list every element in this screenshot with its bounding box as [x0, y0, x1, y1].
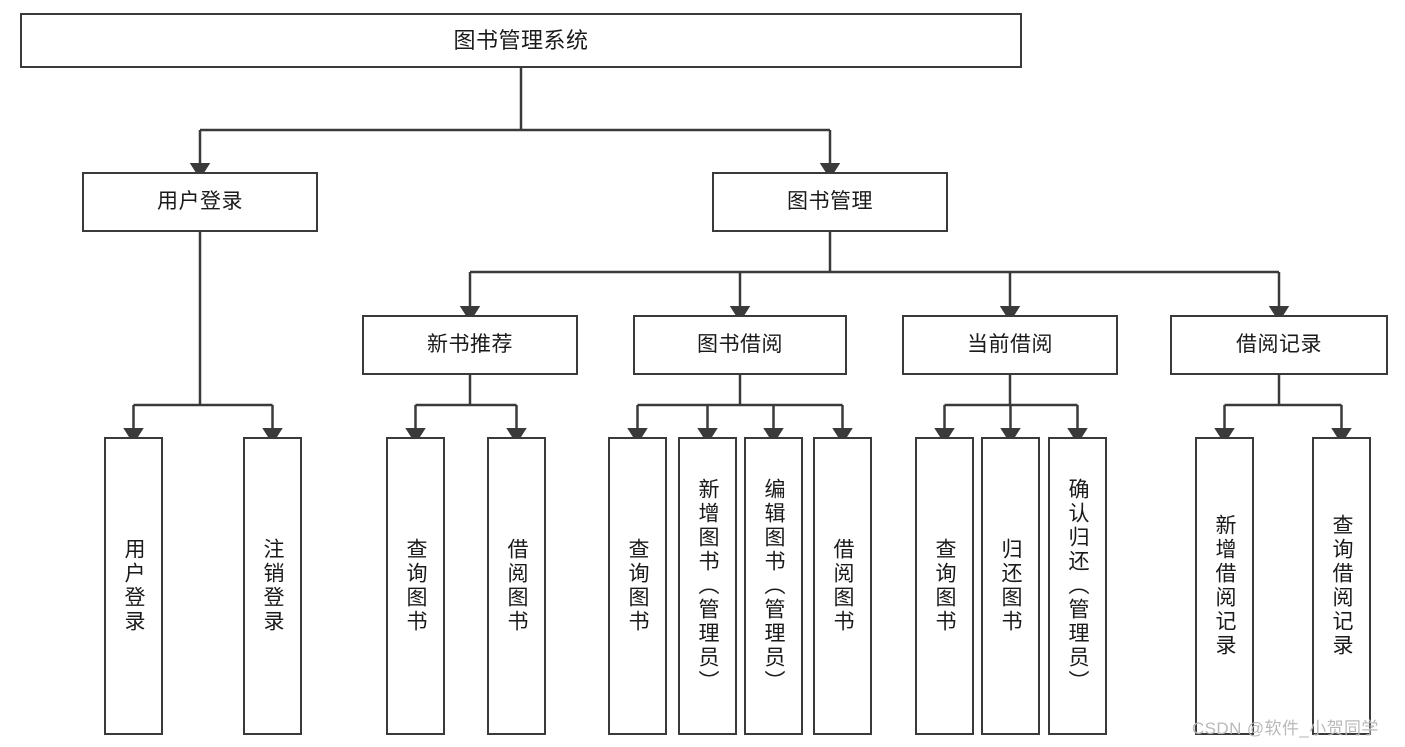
node-leaf-user-login[interactable]: 用户登录 [104, 437, 163, 735]
node-label: 查询借阅记录 [1330, 514, 1353, 658]
node-label: 归还图书 [999, 538, 1022, 634]
node-records[interactable]: 借阅记录 [1170, 315, 1388, 375]
node-label: 确认归还（管理员） [1066, 478, 1089, 694]
node-leaf-bw-edit[interactable]: 编辑图书（管理员） [744, 437, 803, 735]
node-label: 图书管理 [787, 189, 873, 213]
node-label: 借阅图书 [505, 538, 528, 634]
node-newbook[interactable]: 新书推荐 [362, 315, 578, 375]
node-label: 注销登录 [261, 538, 284, 634]
node-root[interactable]: 图书管理系统 [20, 13, 1022, 68]
node-label: 新增借阅记录 [1213, 514, 1236, 658]
node-leaf-nb-borrow[interactable]: 借阅图书 [487, 437, 546, 735]
node-label: 用户登录 [122, 538, 145, 634]
node-label: 用户登录 [157, 189, 243, 213]
node-leaf-cur-confirm[interactable]: 确认归还（管理员） [1048, 437, 1107, 735]
node-label: 当前借阅 [967, 332, 1053, 356]
node-label: 借阅记录 [1236, 332, 1322, 356]
node-label: 查询图书 [404, 538, 427, 634]
node-label: 借阅图书 [831, 538, 854, 634]
node-label: 图书借阅 [697, 332, 783, 356]
node-leaf-nb-query[interactable]: 查询图书 [386, 437, 445, 735]
node-leaf-rec-add[interactable]: 新增借阅记录 [1195, 437, 1254, 735]
node-label: 查询图书 [933, 538, 956, 634]
node-leaf-cur-return[interactable]: 归还图书 [981, 437, 1040, 735]
node-login[interactable]: 用户登录 [82, 172, 318, 232]
node-bookmgmt[interactable]: 图书管理 [712, 172, 948, 232]
node-borrow[interactable]: 图书借阅 [633, 315, 847, 375]
node-label: 新书推荐 [427, 332, 513, 356]
node-label: 查询图书 [626, 538, 649, 634]
node-label: 图书管理系统 [453, 27, 589, 53]
node-leaf-bw-borrow[interactable]: 借阅图书 [813, 437, 872, 735]
node-leaf-cur-query[interactable]: 查询图书 [915, 437, 974, 735]
node-label: 编辑图书（管理员） [762, 478, 785, 694]
node-leaf-user-logout[interactable]: 注销登录 [243, 437, 302, 735]
node-current[interactable]: 当前借阅 [902, 315, 1118, 375]
connector-lines [123, 68, 1352, 444]
node-leaf-bw-add[interactable]: 新增图书（管理员） [678, 437, 737, 735]
node-label: 新增图书（管理员） [696, 478, 719, 694]
node-leaf-rec-query[interactable]: 查询借阅记录 [1312, 437, 1371, 735]
node-leaf-bw-query[interactable]: 查询图书 [608, 437, 667, 735]
